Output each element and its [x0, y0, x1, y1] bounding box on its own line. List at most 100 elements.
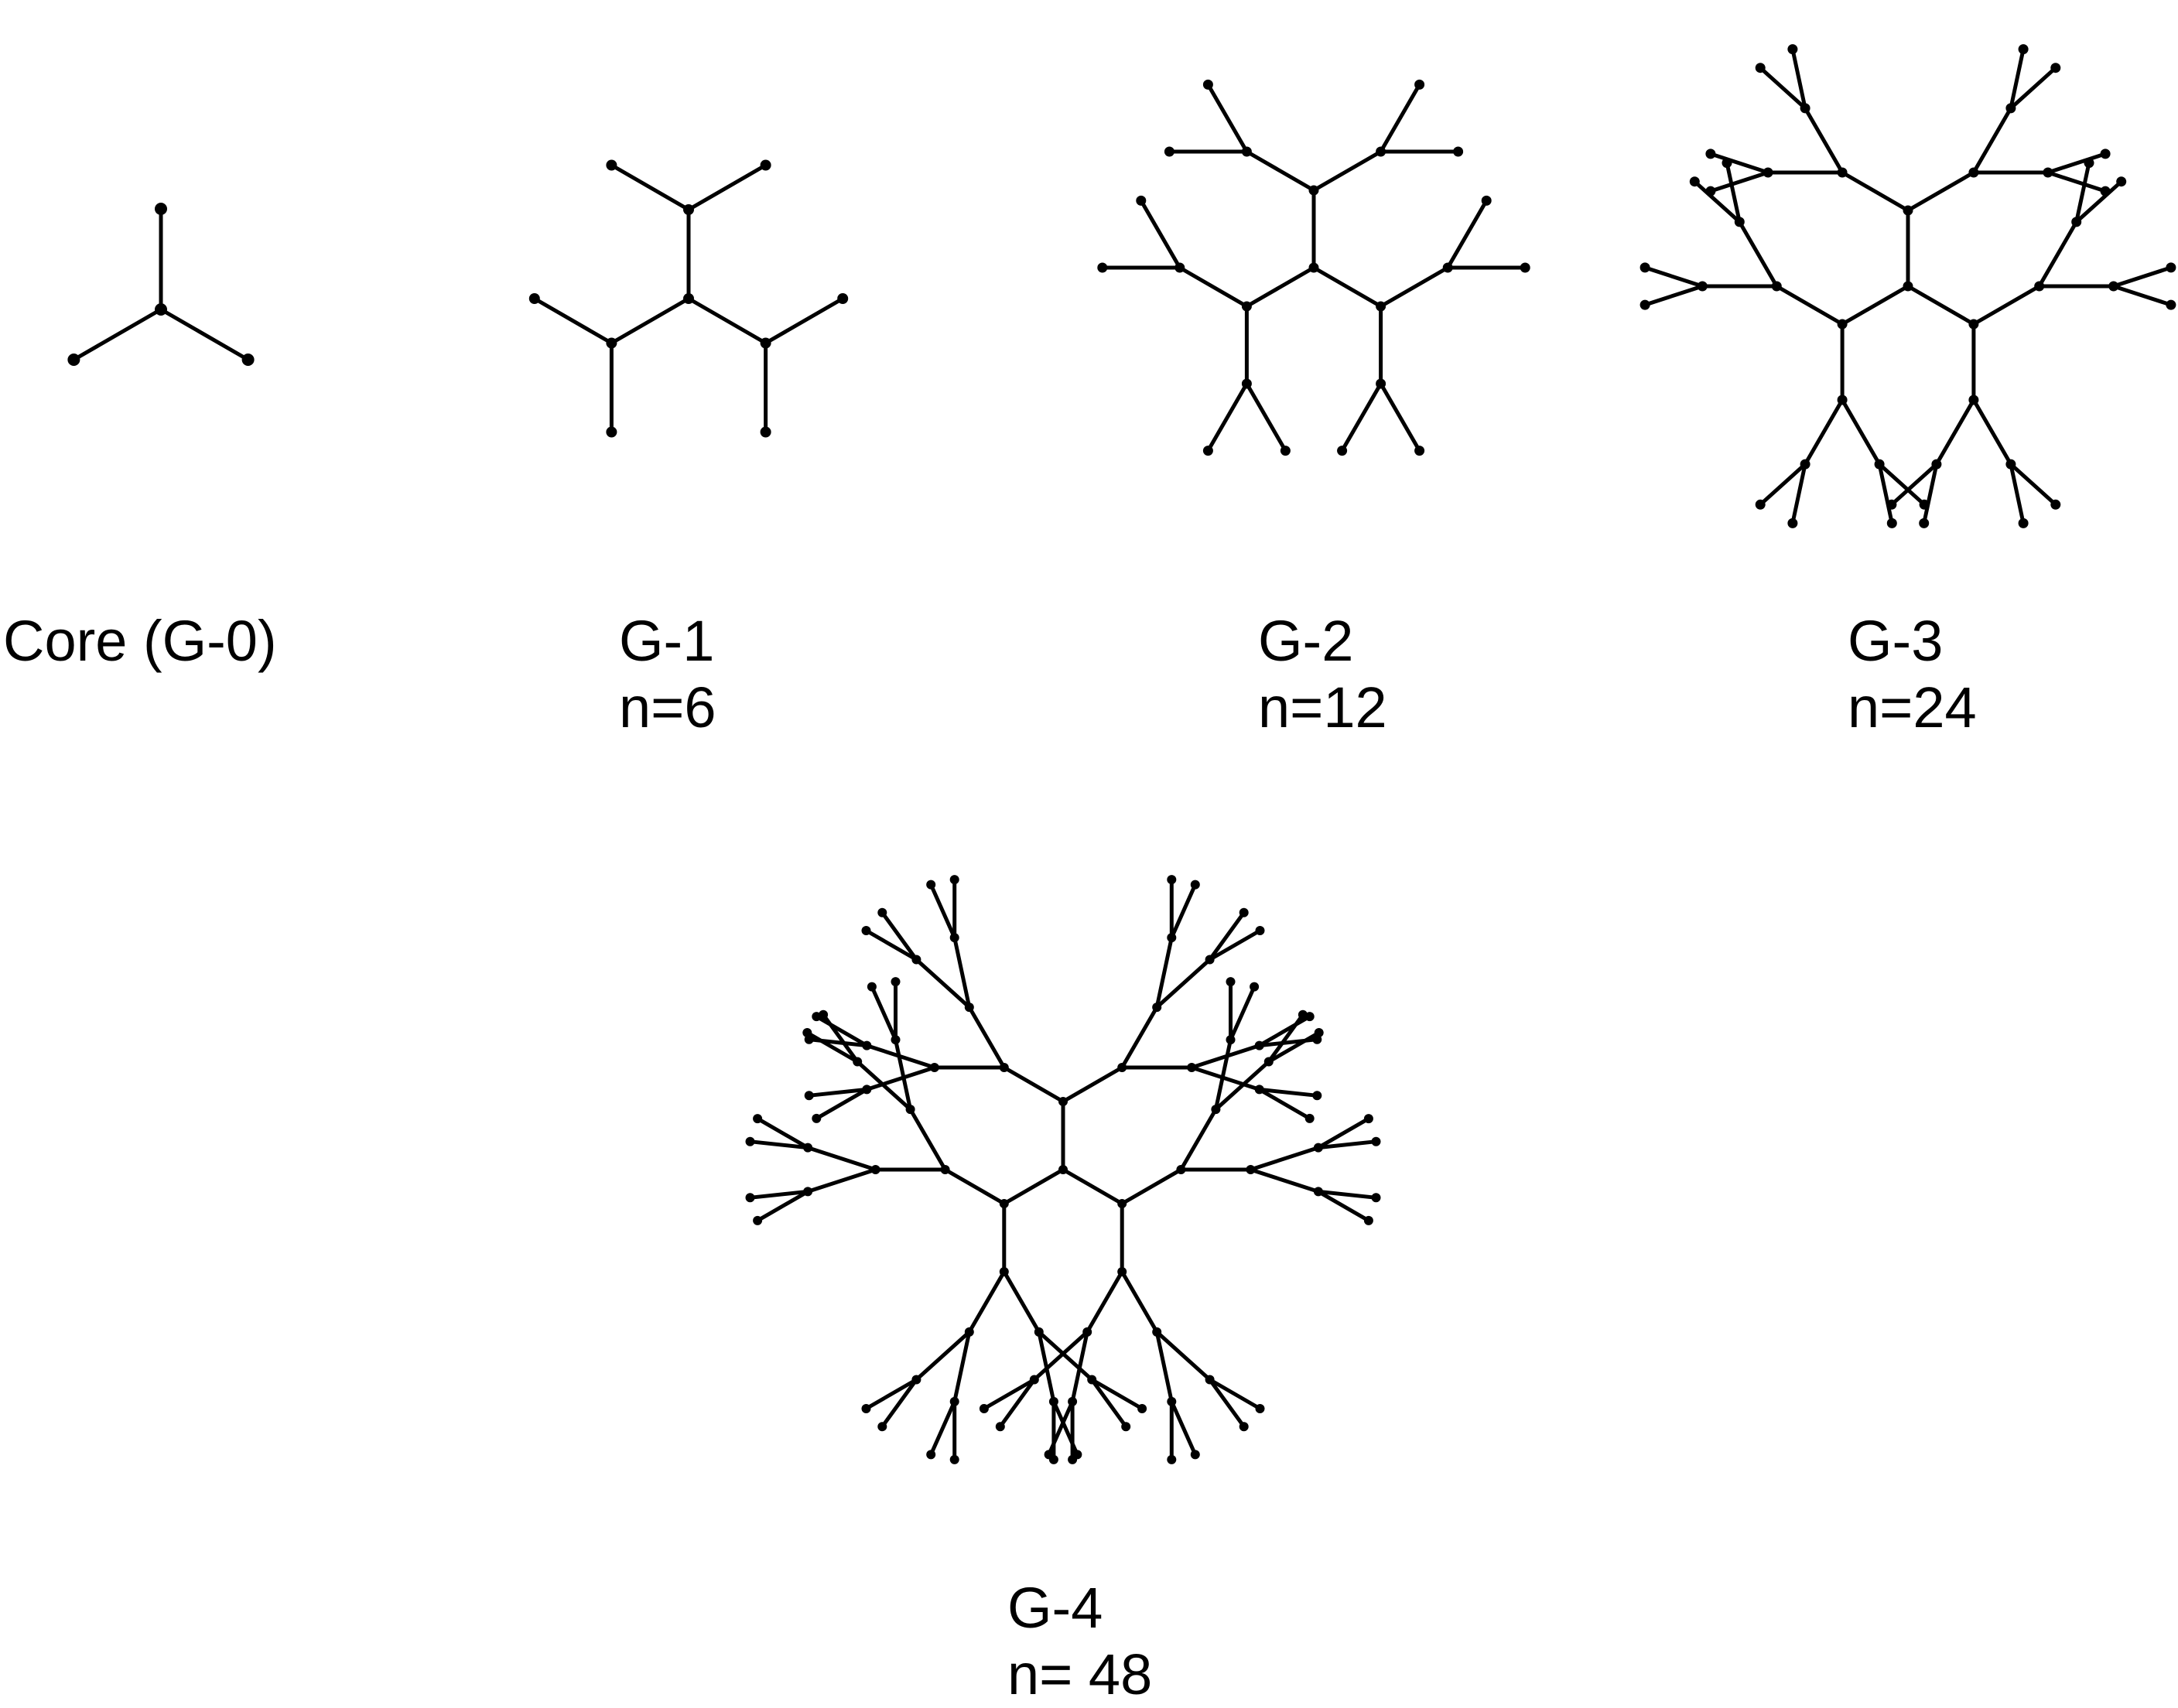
g3-tree — [1639, 44, 2176, 528]
terminal-node — [1072, 1450, 1082, 1460]
bond-line — [1154, 1330, 1174, 1404]
bond-line — [1257, 1014, 1312, 1048]
bond-line — [71, 307, 163, 362]
bond-line — [1120, 1167, 1183, 1206]
bond-line — [1840, 284, 1910, 326]
bond-line — [1032, 1330, 1089, 1382]
panel-title-g3: G-3 — [1848, 609, 1944, 673]
terminal-node — [1371, 1193, 1381, 1203]
core-g0-tree — [67, 203, 255, 366]
bond-line — [967, 1269, 1007, 1334]
terminal-node — [837, 293, 849, 304]
terminal-node — [802, 1028, 812, 1037]
bond-line — [755, 1116, 810, 1150]
terminal-node — [1787, 518, 1798, 528]
bond-line — [2111, 265, 2173, 289]
bond-line — [1002, 1065, 1065, 1104]
bond-line — [928, 883, 957, 940]
bond-line — [1178, 1107, 1218, 1172]
bond-line — [1971, 398, 2013, 466]
terminal-node — [2084, 158, 2094, 169]
bond-line — [532, 296, 614, 345]
terminal-node — [949, 875, 959, 885]
bond-line — [880, 1378, 918, 1429]
terminal-node — [1639, 262, 1650, 273]
bond-line — [880, 910, 918, 962]
bond-line — [1643, 284, 1704, 307]
bond-line — [1139, 198, 1182, 270]
bond-line — [1257, 1087, 1312, 1121]
bond-line — [805, 1030, 860, 1064]
terminal-node — [1255, 926, 1265, 935]
terminal-node — [1202, 79, 1213, 90]
panel-title-g4: G-4 — [1007, 1576, 1103, 1640]
terminal-node — [760, 159, 771, 171]
panel-count-g2: n=12 — [1258, 675, 1387, 740]
bond-line — [1208, 1378, 1262, 1411]
terminal-node — [1314, 1028, 1324, 1037]
bond-line — [952, 935, 972, 1009]
bond-line — [1906, 170, 1976, 213]
bond-line — [1037, 1330, 1094, 1382]
terminal-node — [1190, 1450, 1200, 1460]
bond-line — [2009, 462, 2058, 507]
terminal-node — [67, 354, 80, 366]
bond-line — [864, 1065, 937, 1091]
terminal-node — [241, 354, 255, 366]
bond-line — [2037, 220, 2079, 289]
bond-line — [894, 1037, 913, 1112]
terminal-node — [1226, 977, 1236, 987]
bond-line — [1248, 1146, 1321, 1172]
terminal-node — [1481, 195, 1492, 206]
bond-line — [1229, 985, 1257, 1042]
bond-line — [159, 307, 251, 362]
bond-line — [1244, 265, 1316, 309]
terminal-node — [1239, 1422, 1249, 1432]
terminal-node — [861, 926, 871, 935]
bond-line — [1971, 106, 2013, 175]
bond-line — [764, 296, 845, 345]
bond-line — [914, 958, 972, 1009]
bond-line — [2046, 170, 2108, 193]
caption-g1: G-1 n=6 — [619, 608, 716, 741]
panel-count-g3: n=24 — [1848, 675, 1977, 740]
bond-line — [748, 1189, 810, 1200]
bond-line — [2009, 462, 2026, 525]
bond-line — [1248, 1167, 1321, 1194]
bond-line — [1213, 1037, 1233, 1112]
terminal-node — [1363, 1215, 1373, 1225]
caption-g2: G-2 n=12 — [1258, 608, 1387, 741]
bond-line — [1205, 82, 1249, 154]
panel-title-g0: Core (G-0) — [3, 609, 277, 673]
bond-line — [1051, 1399, 1079, 1457]
bond-line — [1208, 910, 1246, 962]
bond-line — [1089, 1378, 1144, 1411]
bond-line — [1311, 149, 1383, 193]
bond-line — [1178, 265, 1249, 309]
bond-line — [1840, 398, 1882, 466]
terminal-node — [2166, 299, 2176, 310]
terminal-node — [1202, 446, 1213, 456]
bond-line — [686, 163, 768, 212]
bond-line — [1340, 381, 1383, 453]
bond-line — [1790, 462, 1807, 525]
terminal-node — [867, 982, 877, 992]
bond-line — [2009, 47, 2026, 111]
terminal-node — [1164, 146, 1174, 157]
terminal-node — [1414, 79, 1425, 90]
bond-line — [1379, 265, 1450, 309]
terminal-node — [745, 1136, 755, 1146]
bond-line — [1692, 179, 1742, 224]
bond-line — [1877, 462, 1894, 525]
bond-line — [609, 163, 691, 212]
bond-line — [928, 1399, 957, 1457]
terminal-node — [995, 1422, 1005, 1432]
caption-g0: Core (G-0) — [3, 608, 277, 675]
terminal-node — [1239, 907, 1249, 917]
bond-line — [1379, 381, 1422, 453]
bond-line — [2046, 152, 2108, 175]
bond-line — [1189, 1065, 1262, 1091]
terminal-node — [804, 1091, 814, 1101]
terminal-node — [1337, 446, 1348, 456]
